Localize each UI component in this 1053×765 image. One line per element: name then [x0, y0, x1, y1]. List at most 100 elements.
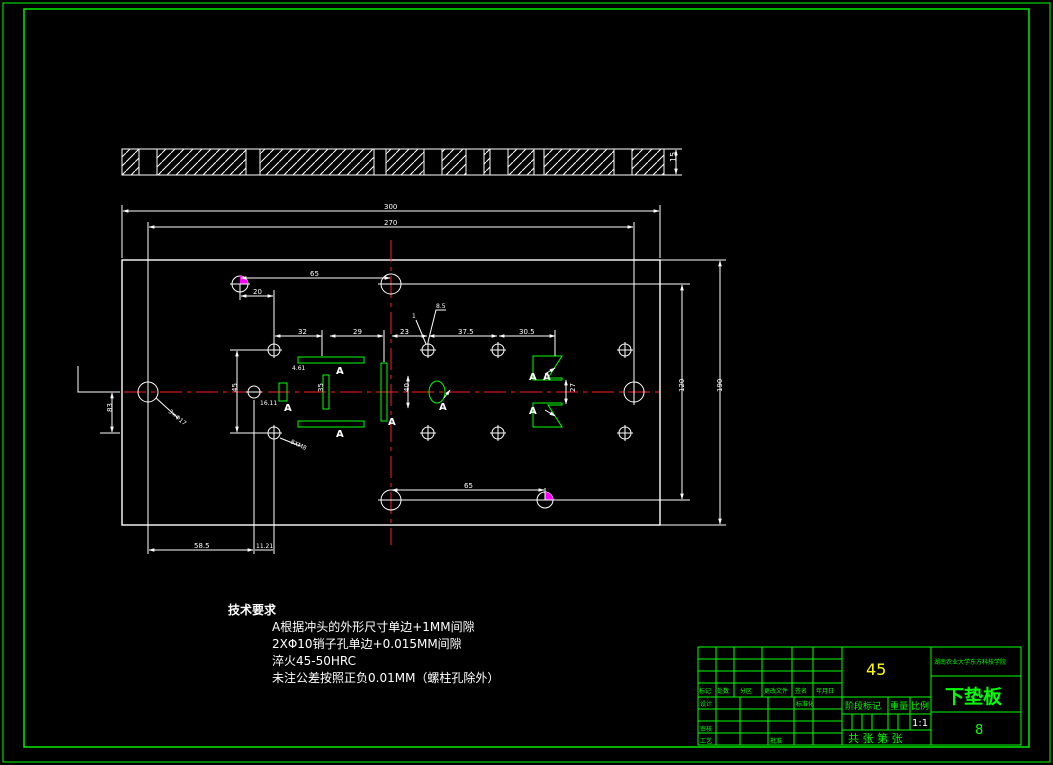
- note-item: 2XΦ10销子孔单边+0.015MM间隙: [272, 637, 462, 651]
- dim-8-5-label: 8.5: [436, 303, 446, 310]
- section-mark: A: [388, 417, 396, 428]
- inner-frame: [23, 8, 1030, 748]
- section-mark: A: [439, 402, 447, 413]
- dim-40-label: 40: [403, 383, 411, 392]
- tb-ratio: 比例: [911, 700, 929, 712]
- punch-slot-v: [532, 402, 563, 428]
- tb-signature: 签名: [795, 687, 807, 695]
- side-gap: [613, 148, 633, 176]
- dim-58-5-label: 58.5: [194, 542, 210, 550]
- note-item: A根据冲头的外形尺寸单边+1MM间隙: [272, 620, 475, 634]
- dim-65-top-label: 65: [310, 270, 319, 278]
- dim-65-bottom-label: 65: [464, 482, 473, 490]
- height-190-label: 190: [716, 379, 724, 392]
- dim-4-61-label: 4.61: [292, 365, 306, 372]
- punch-slot: [297, 420, 365, 428]
- material-label: 45: [866, 660, 886, 679]
- side-view: 15: [121, 148, 682, 176]
- scale-label: 1:1: [912, 718, 928, 729]
- leader-thread: [279, 437, 301, 447]
- punch-slot: [322, 374, 330, 410]
- dim-30-5-label: 30.5: [519, 328, 535, 336]
- title-block-headers: 标记 处数 分区 更改文件 签名 年月日 设计 标准化 审核 工艺 批准: [699, 687, 834, 745]
- section-mark: A: [284, 403, 292, 414]
- side-gap: [423, 148, 443, 176]
- tb-process: 工艺: [700, 737, 712, 745]
- part-name-label: 下垫板: [945, 685, 1003, 708]
- punch-slot: [278, 382, 288, 402]
- top-view: 300 270 190 120: [77, 203, 726, 554]
- section-arrow: [443, 389, 451, 399]
- tb-grid: [851, 714, 899, 730]
- section-mark: A: [543, 372, 551, 383]
- phi-label: 3×Φ17: [167, 408, 188, 427]
- section-arrow: [544, 409, 556, 417]
- dim-29-label: 29: [353, 328, 362, 336]
- dim-32-label: 32: [298, 328, 307, 336]
- side-gap: [373, 148, 387, 176]
- pin-hole-mark: [545, 492, 553, 500]
- screw-holes: [246, 342, 633, 441]
- leader-phi: [155, 397, 179, 419]
- dim-27-label: 27: [569, 383, 577, 392]
- school-label: 湖南农业大学东方科技学院: [934, 658, 1006, 666]
- tb-sheets: 共 张 第 张: [848, 731, 903, 745]
- hole-crosses: [246, 342, 633, 441]
- tb-grid-rows: [698, 658, 842, 734]
- section-mark: A: [336, 429, 344, 440]
- dim-83-label: 83: [106, 403, 114, 412]
- overall-width-label: 300: [384, 203, 397, 211]
- dim-20-label: 20: [253, 288, 262, 296]
- side-gap: [138, 148, 158, 176]
- side-view-outline: [121, 148, 665, 176]
- drawing-no-label: 8: [975, 723, 983, 738]
- dim-11-21-label: 11.21: [256, 543, 273, 550]
- side-gap: [245, 148, 261, 176]
- dim-1-label: 1: [412, 313, 416, 320]
- tb-design: 设计: [700, 700, 712, 708]
- punch-slot: [428, 380, 446, 404]
- title-block-headers-2: 阶段标记 重量 比例 共 张 第 张: [845, 700, 929, 745]
- pin-hole-mark: [240, 276, 248, 284]
- notes-title: 技术要求: [228, 603, 277, 617]
- punch-slot: [297, 356, 365, 364]
- leader-1: [415, 319, 427, 345]
- title-block-outline: [697, 646, 1022, 746]
- section-mark: A: [529, 406, 537, 417]
- technical-requirements: 技术要求 A根据冲头的外形尺寸单边+1MM间隙 2XΦ10销子孔单边+0.015…: [228, 602, 499, 687]
- punch-slot: [380, 362, 388, 422]
- hole-span-label: 270: [384, 219, 397, 227]
- tb-approve: 批准: [770, 737, 782, 745]
- tb-change-doc: 更改文件: [764, 687, 788, 695]
- section-mark: A: [336, 366, 344, 377]
- leader-8-5: [427, 309, 446, 343]
- side-gap: [465, 148, 485, 176]
- section-mark: A: [529, 372, 537, 383]
- dim-16-11-label: 16.11: [260, 400, 277, 407]
- height-120-label: 120: [678, 379, 686, 392]
- tb-count: 处数: [717, 687, 729, 695]
- punch-slot-v: [532, 355, 563, 381]
- side-gap: [489, 148, 509, 176]
- tb-stage-mark: 阶段标记: [845, 700, 881, 712]
- side-gap: [533, 148, 545, 176]
- thickness-label: 15: [669, 152, 678, 162]
- dim-35-label: 35: [317, 383, 325, 392]
- tb-review: 审核: [700, 725, 712, 733]
- tb-weight: 重量: [890, 700, 908, 712]
- title-block: [697, 646, 1022, 746]
- section-cut-left: [77, 366, 120, 393]
- thread-label: 8XM8: [289, 438, 307, 452]
- tb-date: 年月日: [816, 687, 834, 695]
- tb-mark: 标记: [699, 687, 711, 695]
- tb-grid-cols: [715, 647, 814, 745]
- tb-zone: 分区: [740, 687, 752, 695]
- tb-standard: 标准化: [796, 700, 814, 708]
- dim-45-label: 45: [231, 383, 239, 392]
- dim-37-5-label: 37.5: [458, 328, 474, 336]
- note-item: 未注公差按照正负0.01MM（螺柱孔除外）: [272, 671, 500, 685]
- dim-23-label: 23: [400, 328, 409, 336]
- note-item: 淬火45-50HRC: [272, 654, 357, 668]
